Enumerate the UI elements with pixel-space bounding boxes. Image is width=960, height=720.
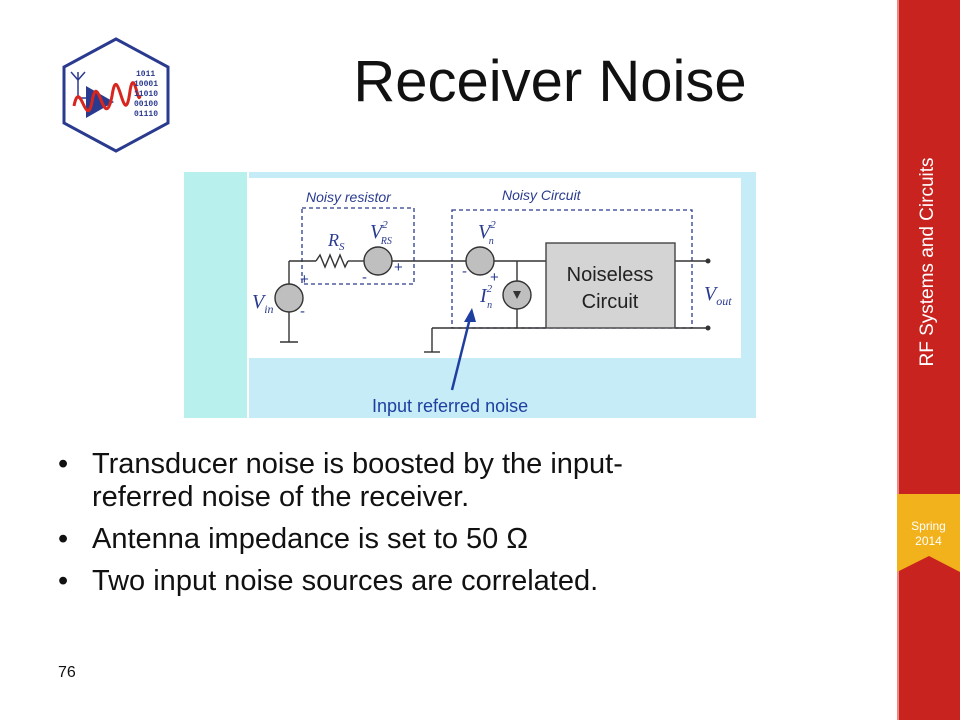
sidebar-course-title: RF Systems and Circuits [917,157,938,367]
block-label: Circuit [582,291,639,313]
vin-source [274,283,304,313]
season-badge [897,494,960,572]
minus-sign: - [462,263,467,280]
block-label: Noiseless [567,264,654,286]
bullet-dot-icon: • [58,448,69,480]
minus-sign: - [362,269,367,286]
bullet-item: • Antenna impedance is set to 50 Ω [58,523,838,556]
current-arrow-icon [513,291,521,299]
annotation-label: Input referred noise [372,396,528,416]
waveform-icon [72,81,142,113]
rs-label: RS [327,230,345,253]
vout-label: Vout [704,283,732,308]
course-logo: 1011 10001 11010 00100 01110 [62,37,170,153]
circuit-figure: Noisy resistor Noisy Circuit Noiseless C… [184,172,756,418]
binary-line: 10001 [134,80,158,89]
binary-line: 1011 [136,70,155,79]
bullet-text: Transducer noise is boosted by the input… [92,448,623,480]
noisy-resistor-box [301,207,415,285]
bullet-item: • Transducer noise is boosted by the inpu… [58,448,838,514]
vrs-source [363,246,393,276]
vn-source [465,246,495,276]
noisy-circuit-label: Noisy Circuit [502,187,582,203]
bullet-text: referred noise of the receiver. [92,481,470,513]
binary-line: 01110 [134,110,158,119]
slide-title: Receiver Noise [353,49,747,114]
plus-sign: + [490,269,499,286]
noiseless-circuit-block [545,242,676,329]
minus-sign: - [300,303,305,320]
binary-line: 11010 [134,90,158,99]
noisy-resistor-label: Noisy resistor [306,189,392,205]
annotation-arrow [450,317,472,391]
page-number: 76 [58,664,76,681]
bullet-list: • Transducer noise is boosted by the inpu… [58,448,838,607]
bullet-dot-icon: • [58,523,69,555]
bullet-text: Two input noise sources are correlated. [92,565,599,597]
binary-line: 00100 [134,100,158,109]
bullet-dot-icon: • [58,565,69,597]
bullet-item: • Two input noise sources are correlated. [58,565,838,598]
bullet-text: Antenna impedance is set to 50 Ω [92,523,529,555]
plus-sign: + [300,271,309,288]
plus-sign: + [394,259,403,276]
vin-label: Vin [252,291,274,316]
